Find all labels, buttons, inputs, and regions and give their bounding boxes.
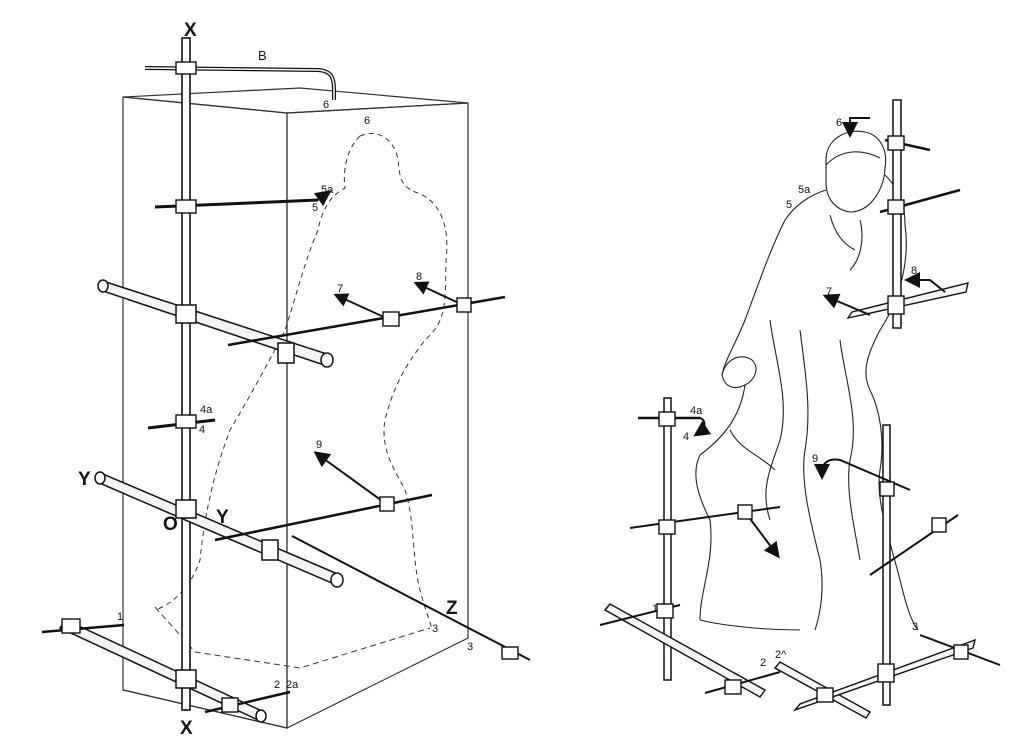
clamp-2 xyxy=(221,697,239,713)
label-2-right: 2 xyxy=(760,657,766,669)
label-2a-right: 2^ xyxy=(775,649,787,661)
label-2a: 2a xyxy=(286,679,299,691)
label-4a-right: 4a xyxy=(690,405,703,417)
pointer-9-right xyxy=(814,458,911,491)
pointer-7 xyxy=(333,293,387,319)
label-7: 7 xyxy=(337,283,343,295)
arm-1 xyxy=(41,623,125,634)
label-y-right: Y xyxy=(216,507,229,528)
clamp-7 xyxy=(382,311,400,327)
pointer-8 xyxy=(413,281,464,306)
label-3-inner: 3 xyxy=(432,623,438,635)
clamp-bottom xyxy=(175,669,197,689)
label-5a: 5a xyxy=(321,184,334,196)
label-x-bottom: X xyxy=(180,718,193,739)
statue-line-drawing xyxy=(695,130,919,631)
clamp-2-right xyxy=(724,679,742,695)
block-base-dashed xyxy=(154,606,431,669)
clamp-diag-right xyxy=(931,517,947,533)
marble-block-outline xyxy=(122,87,469,729)
label-5: 5 xyxy=(312,202,318,214)
clamp-8 xyxy=(456,297,472,313)
label-origin: O xyxy=(163,514,178,535)
left-figure: X X Y Y Z O B 6 6 5a 5 7 8 4a 4 9 1 2 2a… xyxy=(41,20,531,739)
clamp-6-right xyxy=(887,135,905,151)
label-4a: 4a xyxy=(200,404,213,416)
clamp-4-right xyxy=(658,411,676,427)
label-x-top: X xyxy=(184,20,197,41)
arm-9-bar xyxy=(214,493,433,542)
middle-bar-right xyxy=(629,506,781,529)
clamp-1 xyxy=(61,618,81,634)
crossbar-7-8-right xyxy=(846,282,969,320)
clamp-4 xyxy=(175,414,197,429)
pointer-8-right xyxy=(904,272,946,293)
label-9: 9 xyxy=(316,439,322,451)
clamp-base-mid-right xyxy=(816,687,834,703)
label-1-right: 1 xyxy=(652,603,658,615)
pointer-7-right xyxy=(822,293,871,316)
clamp-lower-right xyxy=(737,504,753,520)
top-arm-b xyxy=(144,66,336,100)
label-2: 2 xyxy=(274,679,280,691)
label-5-right: 5 xyxy=(786,199,792,211)
clamp-7-8-right xyxy=(887,295,905,315)
clamp-upper-junction xyxy=(277,342,295,364)
left-rod-right-figure xyxy=(663,397,672,681)
label-4: 4 xyxy=(199,424,205,436)
clamp-9 xyxy=(379,496,395,512)
clamp-lower-junction xyxy=(261,539,279,561)
label-3-outer: 3 xyxy=(467,641,473,653)
clamp-corner-right xyxy=(877,663,895,683)
clamp-upper-y xyxy=(175,304,197,324)
label-b: B xyxy=(258,48,267,63)
base-frame-right xyxy=(599,603,1001,719)
label-9-right: 9 xyxy=(812,453,818,465)
label-8: 8 xyxy=(416,271,422,283)
label-8-right: 8 xyxy=(911,265,917,277)
clamp-1-right xyxy=(656,603,674,619)
label-1: 1 xyxy=(117,611,123,623)
clamp-3-right xyxy=(953,644,969,660)
arm-2 xyxy=(204,690,291,714)
label-6-head: 6 xyxy=(364,115,370,127)
clamp-b xyxy=(175,61,197,75)
label-5a-right: 5a xyxy=(798,184,811,196)
clamp-3 xyxy=(501,646,519,660)
clamp-5-right xyxy=(887,199,905,215)
upper-y-cylinder xyxy=(97,279,334,368)
z-rod xyxy=(291,535,531,661)
label-4-right: 4 xyxy=(683,431,689,443)
statue-silhouette-dashed xyxy=(154,133,448,631)
main-vertical-rod-x xyxy=(181,37,191,711)
label-6-right: 6 xyxy=(836,117,842,129)
right-figure: 6 5a 5 8 7 4a 4 9 1 2 2^ 3 xyxy=(599,99,1001,719)
label-7-right: 7 xyxy=(826,286,832,298)
clamp-9-right xyxy=(879,481,895,497)
lower-y-cylinder xyxy=(94,471,344,588)
clamp-5 xyxy=(175,199,197,214)
label-6-top: 6 xyxy=(323,99,329,111)
label-y-left: Y xyxy=(78,469,91,490)
clamp-origin xyxy=(175,499,197,519)
label-3-right: 3 xyxy=(912,621,918,633)
clamp-middle-right xyxy=(658,519,676,535)
pointer-9 xyxy=(313,451,386,504)
label-z: Z xyxy=(446,598,458,619)
